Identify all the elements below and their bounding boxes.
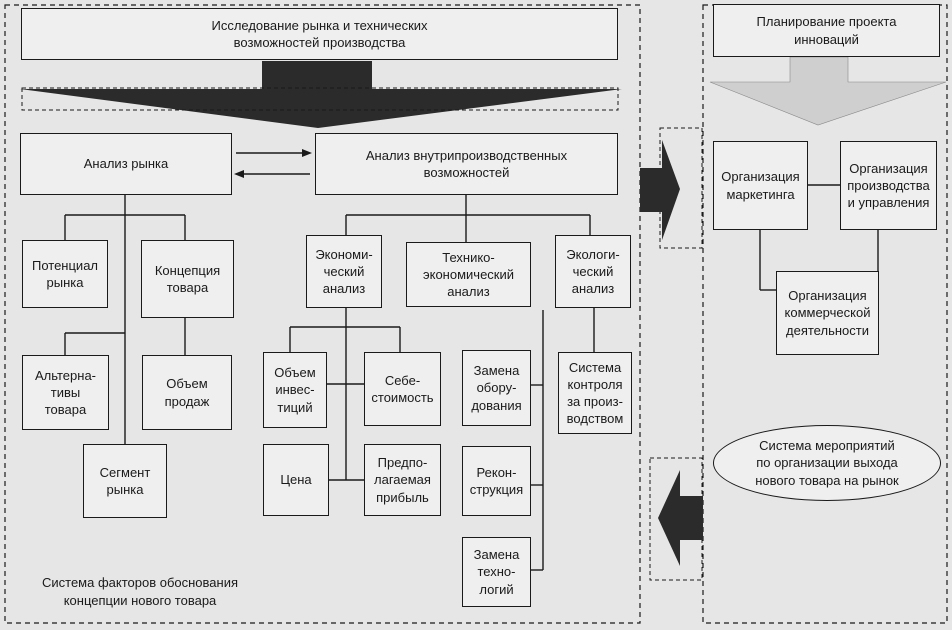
left-funnel-dashed-band — [21, 87, 619, 111]
arrowhead-left — [234, 170, 244, 178]
market-research-header: Исследование рынка и технических возможн… — [21, 8, 618, 60]
price-box: Цена — [263, 444, 329, 516]
economic-analysis-box: Экономи- ческий анализ — [306, 235, 382, 308]
commercial-org-box: Организация коммерческой деятельности — [776, 271, 879, 355]
arrow-to-planning — [640, 140, 680, 240]
measures-system-ellipse: Система мероприятий по организации выход… — [713, 425, 941, 501]
factors-system-caption: Система факторов обоснования концепции н… — [41, 575, 239, 608]
internal-tree-lines — [289, 195, 595, 571]
connector-upper-frame — [659, 127, 703, 249]
innovation-planning-header: Планирование проекта инноваций — [713, 4, 940, 57]
arrowhead-right — [302, 149, 312, 157]
investment-volume-box: Объем инвес- тиций — [263, 352, 327, 428]
product-concept-box: Концепция товара — [141, 240, 234, 318]
market-potential-box: Потенциал рынка — [22, 240, 108, 308]
sales-volume-box: Объем продаж — [142, 355, 232, 430]
ecological-analysis-box: Экологи- ческий анализ — [555, 235, 631, 308]
reconstruction-box: Рекон- струкция — [462, 446, 531, 516]
product-alternatives-box: Альтерна- тивы товара — [22, 355, 109, 430]
equipment-replacement-box: Замена обору- дования — [462, 350, 531, 426]
arrow-to-factors — [658, 470, 703, 566]
left-panel-frame — [4, 4, 641, 624]
right-funnel-arrow — [709, 56, 947, 126]
internal-analysis-box: Анализ внутрипроизводственных возможност… — [315, 133, 618, 195]
production-org-box: Организация производства и управления — [840, 141, 937, 230]
left-funnel-arrow — [20, 61, 622, 128]
market-tree-lines — [64, 194, 186, 444]
expected-profit-box: Предпо- лагаемая прибыль — [364, 444, 441, 516]
marketing-org-box: Организация маркетинга — [713, 141, 808, 230]
cost-price-box: Себе- стоимость — [364, 352, 441, 426]
production-control-box: Система контроля за произ- водством — [558, 352, 632, 434]
tech-economic-analysis-box: Технико- экономический анализ — [406, 242, 531, 307]
market-analysis-box: Анализ рынка — [20, 133, 232, 195]
technology-replacement-box: Замена техно- логий — [462, 537, 531, 607]
market-segment-box: Сегмент рынка — [83, 444, 167, 518]
